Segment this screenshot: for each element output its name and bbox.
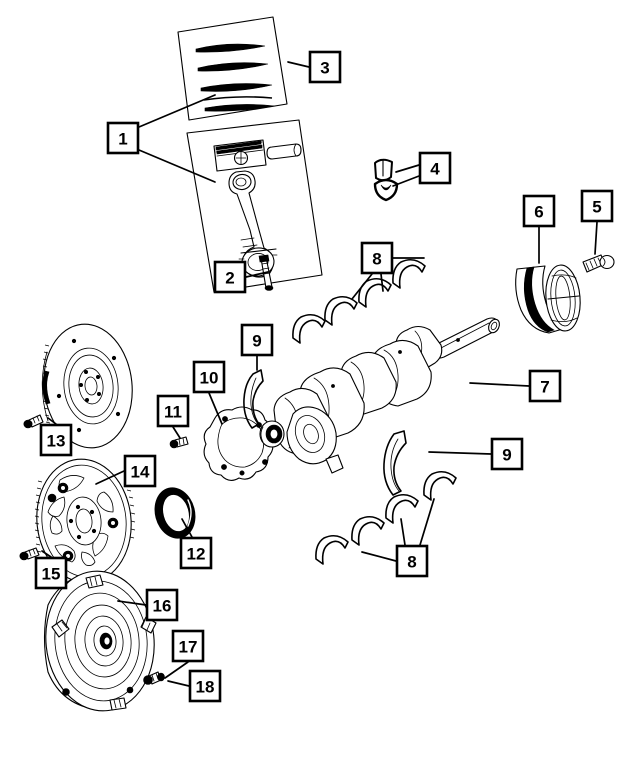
callout-connecting-rod-bolt[interactable]: 2: [213, 260, 247, 294]
callout-torque-converter-nut[interactable]: 18: [188, 669, 222, 703]
callout-number: 1: [118, 130, 127, 149]
converter-lug: [109, 697, 127, 711]
callout-number: 9: [252, 332, 261, 351]
callout-box[interactable]: [213, 260, 247, 294]
crankshaft: [273, 317, 500, 474]
bearing-shell: [292, 313, 326, 344]
callout-number: 17: [179, 638, 198, 657]
bearing-shell: [423, 470, 457, 501]
callout-torque-converter[interactable]: 16: [145, 588, 179, 622]
callout-crankshaft-thrust-bearing-lower[interactable]: 9: [490, 437, 524, 471]
crankshaft-rear-flange: [286, 406, 337, 465]
callout-box[interactable]: [395, 544, 429, 578]
bearing-shell: [385, 493, 419, 524]
callout-number: 18: [196, 678, 215, 697]
callout-number: 7: [540, 378, 549, 397]
callout-box[interactable]: [106, 121, 140, 155]
callout-number: 5: [592, 198, 601, 217]
pilot-bushing: [259, 420, 285, 448]
callout-number: 4: [430, 160, 440, 179]
bearing-shell: [315, 534, 349, 565]
callout-box[interactable]: [580, 189, 614, 223]
callout-box[interactable]: [145, 588, 179, 622]
main-bearing-shells-lower: [315, 470, 457, 565]
vibration-damper-bolt: [582, 254, 615, 273]
callout-crankshaft-main-bearing-lower[interactable]: 8: [395, 544, 429, 578]
callout-vibration-damper-bolt[interactable]: 5: [580, 189, 614, 223]
callout-box[interactable]: [522, 194, 556, 228]
callout-rear-main-seal-retainer-gasket[interactable]: 10: [192, 360, 226, 394]
callout-crankshaft[interactable]: 7: [528, 369, 562, 403]
callout-crankshaft-thrust-bearing-upper[interactable]: 9: [240, 323, 274, 357]
callout-box[interactable]: [156, 394, 190, 428]
piston-assembly: [213, 139, 302, 172]
vibration-damper: [515, 264, 581, 334]
callout-number: 16: [153, 597, 172, 616]
callout-number: 3: [320, 59, 329, 78]
crankshaft-rear-oil-seal: [154, 487, 196, 539]
callout-piston-and-connecting-rod-package[interactable]: 1: [106, 121, 140, 155]
callout-crankshaft-vibration-damper[interactable]: 6: [522, 194, 556, 228]
thrust-bearing-upper: [243, 369, 264, 429]
callout-crankshaft-thrust-washer[interactable]: 4: [418, 151, 452, 185]
callout-number: 10: [200, 369, 219, 388]
callout-box[interactable]: [528, 369, 562, 403]
callout-box[interactable]: [192, 360, 226, 394]
callout-crankshaft-main-bearing-upper[interactable]: 8: [360, 241, 394, 275]
callout-piston-ring-set[interactable]: 3: [308, 50, 342, 84]
callout-number: 8: [372, 250, 381, 269]
piston-ring-set-box: [177, 16, 288, 121]
bearing-shell: [358, 277, 392, 308]
bearing-shell: [324, 295, 358, 326]
flywheel-bolt: [23, 414, 44, 429]
callout-number: 12: [187, 545, 206, 564]
seal-retainer-bolt: [169, 436, 189, 449]
callout-number: 14: [131, 463, 150, 482]
drive-plate: [34, 458, 136, 584]
callout-flywheel-bolt[interactable]: 13: [39, 423, 73, 457]
converter-lug: [51, 619, 70, 638]
callout-box[interactable]: [179, 536, 213, 570]
callout-seal-retainer-bolt[interactable]: 11: [156, 394, 190, 428]
callout-crankshaft-rear-oil-seal[interactable]: 12: [179, 536, 213, 570]
flexplate-bolt: [19, 547, 40, 561]
callout-flexplate-bolt[interactable]: 15: [34, 556, 68, 590]
torque-converter-bolt: [143, 671, 165, 685]
torque-converter: [43, 570, 157, 712]
callout-box[interactable]: [490, 437, 524, 471]
flywheel: [41, 323, 133, 449]
main-bearing-shells-upper: [292, 258, 426, 344]
callout-drive-plate-flexplate[interactable]: 14: [123, 454, 157, 488]
callout-box[interactable]: [39, 423, 73, 457]
callout-box[interactable]: [308, 50, 342, 84]
connecting-rod-package-box: [186, 119, 323, 293]
callout-number: 2: [225, 269, 234, 288]
rear-seal-retainer: [203, 406, 274, 481]
callout-box[interactable]: [34, 556, 68, 590]
callout-leaders: [41, 61, 598, 687]
bearing-shell: [392, 258, 426, 289]
callout-number: 9: [502, 446, 511, 465]
callout-number: 6: [534, 203, 543, 222]
wrist-pin: [266, 143, 302, 160]
callout-number: 8: [407, 553, 416, 572]
callout-box[interactable]: [171, 629, 205, 663]
callout-box[interactable]: [123, 454, 157, 488]
callout-torque-converter-bolt[interactable]: 17: [171, 629, 205, 663]
callout-number: 11: [164, 403, 182, 422]
bearing-shell: [351, 515, 385, 546]
callout-box[interactable]: [360, 241, 394, 275]
converter-lug: [85, 574, 104, 589]
callout-box[interactable]: [418, 151, 452, 185]
callout-number: 13: [47, 432, 66, 451]
thrust-bearing-lower: [383, 430, 407, 496]
piston-rings: [195, 43, 276, 112]
callout-number: 15: [42, 565, 61, 584]
crankshaft-thrust-washers: [373, 158, 399, 202]
callout-box[interactable]: [240, 323, 274, 357]
callout-box[interactable]: [188, 669, 222, 703]
